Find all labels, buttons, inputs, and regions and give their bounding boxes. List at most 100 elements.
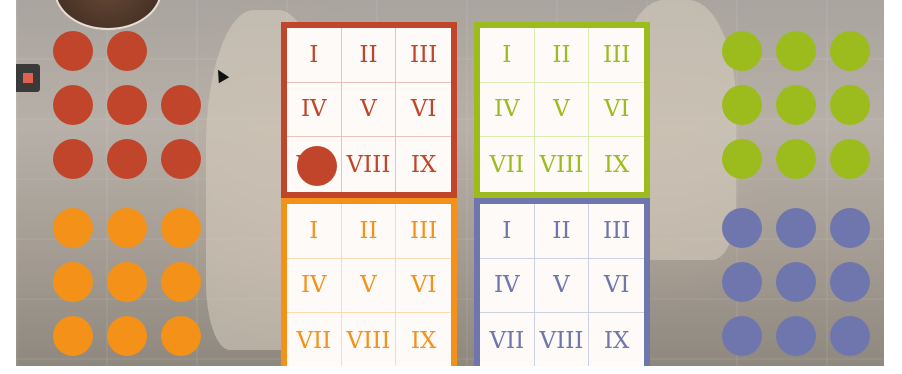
board-blue-cell[interactable]: IV <box>480 259 535 314</box>
board-green-cell[interactable]: IX <box>589 137 644 192</box>
token-green[interactable] <box>776 31 816 71</box>
board-orange-cell[interactable]: IV <box>287 259 342 314</box>
board-red-cell[interactable]: VII <box>287 137 342 192</box>
board-green-cell[interactable]: I <box>480 28 535 83</box>
board-green-cell[interactable]: VI <box>589 83 644 138</box>
token-green[interactable] <box>830 139 870 179</box>
token-red[interactable] <box>53 31 93 71</box>
token-red[interactable] <box>53 85 93 125</box>
board-green-cell[interactable]: VIII <box>535 137 590 192</box>
board-red-cell[interactable]: II <box>342 28 397 83</box>
token-red[interactable] <box>107 85 147 125</box>
board-blue-cell[interactable]: VIII <box>535 313 590 366</box>
cell-label: II <box>359 218 377 244</box>
token-blue[interactable] <box>830 262 870 302</box>
token-green[interactable] <box>776 139 816 179</box>
board-blue-cell[interactable]: III <box>589 204 644 259</box>
board-orange-cell[interactable]: VIII <box>342 313 397 366</box>
board-red-cell[interactable]: I <box>287 28 342 83</box>
cell-label: I <box>502 218 511 244</box>
cell-label: VIII <box>540 152 584 178</box>
cell-label: VII <box>489 152 524 178</box>
cell-label: VIII <box>347 328 391 354</box>
board-red-cell[interactable]: VIII <box>342 137 397 192</box>
board-orange-cell[interactable]: VI <box>396 259 451 314</box>
token-blue[interactable] <box>776 316 816 356</box>
token-red[interactable] <box>161 85 201 125</box>
cell-label: V <box>360 96 377 122</box>
token-blue[interactable] <box>830 208 870 248</box>
cell-label: IV <box>301 272 327 298</box>
board-red-cell[interactable]: IV <box>287 83 342 138</box>
cell-label: III <box>410 218 437 244</box>
token-red[interactable] <box>107 31 147 71</box>
cell-label: III <box>603 42 630 68</box>
board-green-cell[interactable]: III <box>589 28 644 83</box>
board-orange-cell[interactable]: V <box>342 259 397 314</box>
cell-label: VI <box>604 96 630 122</box>
token-orange[interactable] <box>107 316 147 356</box>
board-green-cell[interactable]: VII <box>480 137 535 192</box>
token-orange[interactable] <box>53 316 93 356</box>
cell-label: VI <box>411 272 437 298</box>
cell-label: V <box>553 272 570 298</box>
token-green[interactable] <box>776 85 816 125</box>
board-orange-cell[interactable]: IX <box>396 313 451 366</box>
placed-token[interactable] <box>297 146 337 186</box>
cell-label: IX <box>411 152 436 178</box>
board-orange-cell[interactable]: I <box>287 204 342 259</box>
token-orange[interactable] <box>53 208 93 248</box>
board-red-cell[interactable]: V <box>342 83 397 138</box>
board-blue-cell[interactable]: I <box>480 204 535 259</box>
board-orange-cell[interactable]: III <box>396 204 451 259</box>
board-red-cell[interactable]: IX <box>396 137 451 192</box>
token-blue[interactable] <box>722 316 762 356</box>
cell-label: V <box>553 96 570 122</box>
token-blue[interactable] <box>830 316 870 356</box>
side-panel-toggle[interactable] <box>16 64 40 92</box>
board-green-cell[interactable]: II <box>535 28 590 83</box>
cell-label: I <box>309 42 318 68</box>
token-orange[interactable] <box>161 316 201 356</box>
token-green[interactable] <box>830 31 870 71</box>
board-red-cell[interactable]: III <box>396 28 451 83</box>
cell-label: I <box>309 218 318 244</box>
board-green-cell[interactable]: V <box>535 83 590 138</box>
cell-label: IX <box>604 152 629 178</box>
cell-label: II <box>359 42 377 68</box>
board-orange-cell[interactable]: VII <box>287 313 342 366</box>
token-green[interactable] <box>722 139 762 179</box>
board-blue-cell[interactable]: II <box>535 204 590 259</box>
token-green[interactable] <box>722 31 762 71</box>
cell-label: VI <box>411 96 437 122</box>
board-blue-cell[interactable]: IX <box>589 313 644 366</box>
board-blue-cell[interactable]: VI <box>589 259 644 314</box>
cell-label: VIII <box>540 328 584 354</box>
board-blue-cell[interactable]: VII <box>480 313 535 366</box>
token-green[interactable] <box>722 85 762 125</box>
token-blue[interactable] <box>776 208 816 248</box>
board-orange-cell[interactable]: II <box>342 204 397 259</box>
cell-label: IX <box>604 328 629 354</box>
token-orange[interactable] <box>107 262 147 302</box>
token-orange[interactable] <box>53 262 93 302</box>
board-green-cell[interactable]: IV <box>480 83 535 138</box>
token-orange[interactable] <box>161 208 201 248</box>
token-blue[interactable] <box>722 208 762 248</box>
token-blue[interactable] <box>776 262 816 302</box>
token-red[interactable] <box>107 139 147 179</box>
token-orange[interactable] <box>161 262 201 302</box>
token-green[interactable] <box>830 85 870 125</box>
board-blue-cell[interactable]: V <box>535 259 590 314</box>
token-blue[interactable] <box>722 262 762 302</box>
cell-label: VII <box>296 328 331 354</box>
board-red-cell[interactable]: VI <box>396 83 451 138</box>
token-orange[interactable] <box>107 208 147 248</box>
cell-label: V <box>360 272 377 298</box>
token-red[interactable] <box>53 139 93 179</box>
player-avatar[interactable] <box>54 0 162 30</box>
token-red[interactable] <box>161 139 201 179</box>
cell-label: II <box>552 42 570 68</box>
